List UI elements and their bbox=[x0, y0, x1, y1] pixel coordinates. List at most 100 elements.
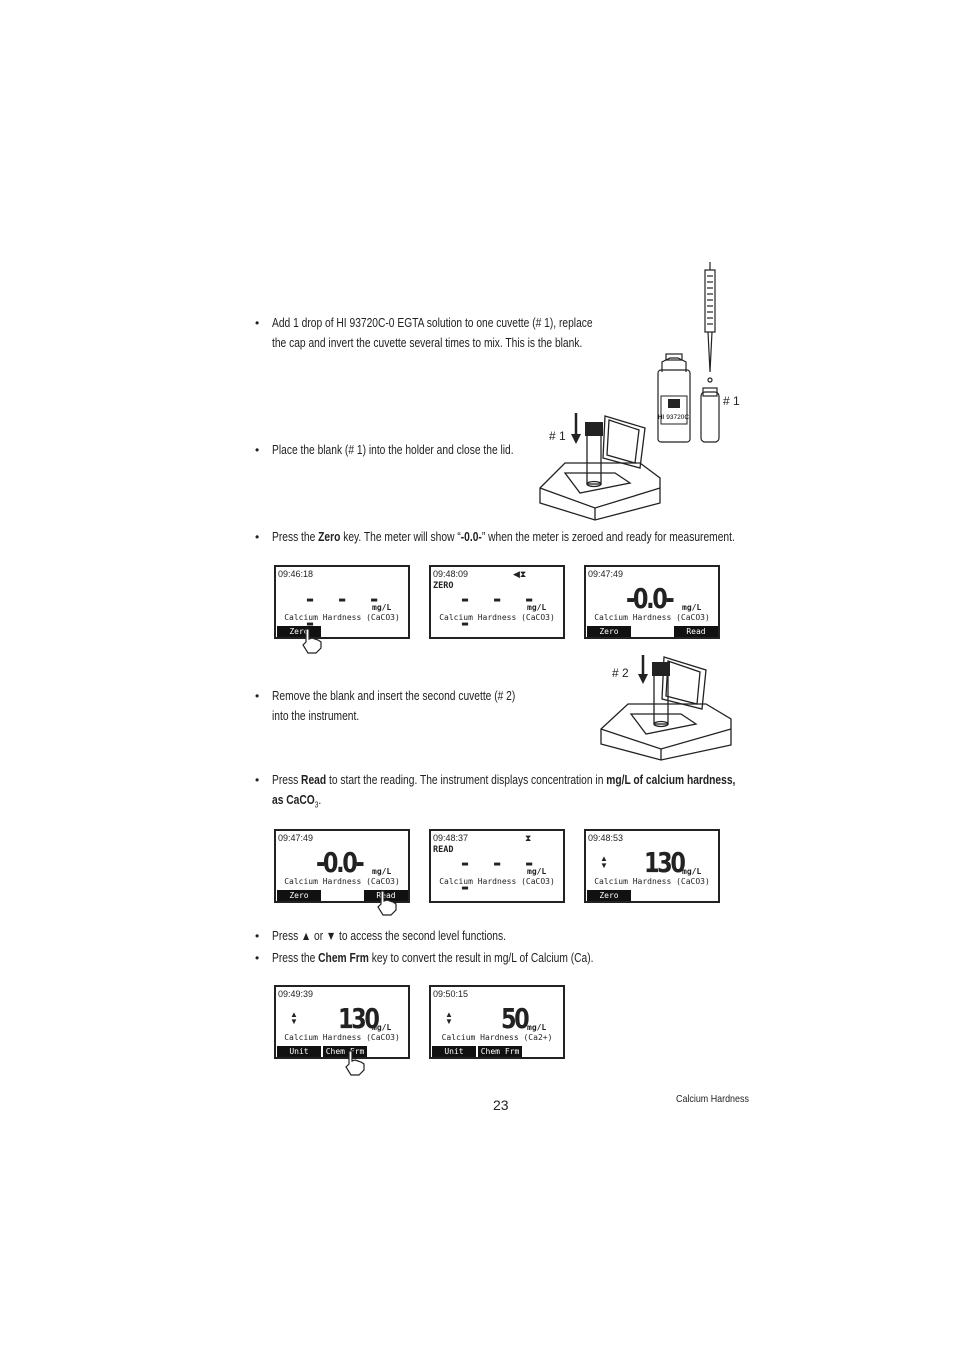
zero-softkey[interactable]: Zero bbox=[277, 626, 321, 637]
step-place-blank: Place the blank (# 1) into the holder an… bbox=[272, 443, 514, 457]
lcd-unit: mg/L bbox=[527, 603, 547, 612]
pointing-hand-icon bbox=[302, 628, 322, 654]
lcd-parameter: Calcium Hardness (CaCO3) bbox=[594, 613, 710, 622]
up-arrow-icon: ▲ bbox=[301, 929, 312, 943]
step-line: the cap and invert the cuvette several t… bbox=[272, 336, 583, 350]
lcd-screen: 09:46:18 - - - - mg/L Calcium Hardness (… bbox=[274, 565, 410, 639]
up-down-arrows-icon: ▲▼ bbox=[290, 1010, 298, 1026]
unit-softkey[interactable]: Unit bbox=[277, 1046, 321, 1057]
lcd-screen: 09:48:37 ⧗ READ - - - - mg/L Calcium Har… bbox=[429, 829, 565, 903]
up-down-arrows-icon: ▲▼ bbox=[600, 854, 608, 870]
lcd-parameter: Calcium Hardness (CaCO3) bbox=[284, 613, 400, 622]
unit-softkey[interactable]: Unit bbox=[432, 1046, 476, 1057]
key-name-read: Read bbox=[301, 773, 327, 787]
hourglass-icon: ⧗ bbox=[525, 833, 532, 843]
bullet: • bbox=[255, 929, 260, 943]
text: or bbox=[311, 929, 327, 943]
lcd-time: 09:50:15 bbox=[433, 989, 469, 999]
lcd-time: 09:47:49 bbox=[278, 833, 314, 843]
chem-frm-softkey[interactable]: Chem Frm bbox=[323, 1046, 367, 1057]
section-title: Calcium Hardness bbox=[676, 1093, 749, 1105]
step-add-drop: Add 1 drop of HI 93720C-0 EGTA solution … bbox=[272, 313, 593, 353]
lcd-time: 09:48:37 bbox=[433, 833, 469, 843]
lcd-time: 09:49:39 bbox=[278, 989, 314, 999]
lcd-screen: 09:48:09 ◀⧗ ZERO - - - - mg/L Calcium Ha… bbox=[429, 565, 565, 639]
lcd-value: -0.0- bbox=[316, 846, 365, 879]
step-arrow-keys: Press ▲ or ▼ to access the second level … bbox=[272, 926, 506, 946]
up-down-arrows-icon: ▲▼ bbox=[445, 1010, 453, 1026]
text: Press bbox=[272, 929, 302, 943]
lcd-time: 09:46:18 bbox=[278, 569, 314, 579]
lcd-value: 50 bbox=[501, 1002, 530, 1035]
reagent-bottle-illustration: HI 93720C bbox=[657, 262, 720, 443]
lcd-screen: 09:48:53 ▲▼ 130 mg/L Calcium Hardness (C… bbox=[584, 829, 720, 903]
lcd-value: 130 bbox=[644, 846, 686, 879]
lcd-parameter: Calcium Hardness (CaCO3) bbox=[284, 1033, 400, 1042]
cuvette-label: # 1 bbox=[723, 394, 740, 408]
read-softkey[interactable]: Read bbox=[674, 626, 718, 637]
key-name-chem-frm: Chem Frm bbox=[318, 951, 369, 965]
text: key. The meter will show “ bbox=[340, 530, 461, 544]
text: Press bbox=[272, 773, 302, 787]
formula-subscript: 3 bbox=[314, 800, 319, 810]
lcd-unit: mg/L bbox=[527, 1023, 547, 1032]
key-name-zero: Zero bbox=[318, 530, 341, 544]
step-line: into the instrument. bbox=[272, 709, 360, 723]
lcd-unit: mg/L bbox=[682, 867, 702, 876]
zero-softkey[interactable]: Zero bbox=[587, 626, 631, 637]
step-insert-second: Remove the blank and insert the second c… bbox=[272, 686, 515, 726]
meter-with-cuvette-illustration bbox=[539, 413, 661, 521]
result-unit-text: mg/L of calcium hardness, bbox=[606, 773, 736, 787]
lcd-unit: mg/L bbox=[682, 603, 702, 612]
bullet: • bbox=[255, 443, 260, 457]
lcd-unit: mg/L bbox=[372, 867, 392, 876]
formula-text: as CaCO bbox=[272, 793, 315, 807]
lcd-time: 09:47:49 bbox=[588, 569, 624, 579]
lamp-hourglass-icon: ◀⧗ bbox=[513, 569, 527, 579]
bullet: • bbox=[255, 951, 260, 965]
text: to start the reading. The instrument dis… bbox=[326, 773, 607, 787]
bullet: • bbox=[255, 316, 260, 330]
bullet: • bbox=[255, 530, 260, 544]
lcd-parameter: Calcium Hardness (Ca2+) bbox=[441, 1033, 553, 1042]
lcd-mode: READ bbox=[433, 845, 454, 855]
step-line: Add 1 drop of HI 93720C-0 EGTA solution … bbox=[272, 316, 593, 330]
meter-with-cuvette-illustration bbox=[600, 655, 732, 761]
lcd-time: 09:48:53 bbox=[588, 833, 624, 843]
step-line: Remove the blank and insert the second c… bbox=[272, 689, 516, 703]
text: ” when the meter is zeroed and ready for… bbox=[481, 530, 735, 544]
bottle-label: HI 93720C bbox=[658, 414, 689, 421]
pointing-hand-icon bbox=[345, 1050, 365, 1076]
bullet: • bbox=[255, 773, 260, 787]
lcd-parameter: Calcium Hardness (CaCO3) bbox=[594, 877, 710, 886]
lcd-unit: mg/L bbox=[372, 603, 392, 612]
lcd-parameter: Calcium Hardness (CaCO3) bbox=[439, 613, 555, 622]
cuvette-label: # 1 bbox=[549, 429, 566, 443]
lcd-mode: ZERO bbox=[433, 581, 454, 591]
pointing-hand-icon bbox=[377, 890, 397, 916]
page-number: 23 bbox=[493, 1097, 509, 1113]
lcd-value: -0.0- bbox=[626, 582, 675, 615]
step-press-read: Press Read to start the reading. The ins… bbox=[272, 770, 735, 816]
lcd-screen: 09:50:15 ▲▼ 50 mg/L Calcium Hardness (Ca… bbox=[429, 985, 565, 1059]
text: . bbox=[318, 793, 322, 807]
lcd-value: - - - - bbox=[459, 851, 540, 899]
text: key to convert the result in mg/L of Cal… bbox=[368, 951, 594, 965]
lcd-unit: mg/L bbox=[372, 1023, 392, 1032]
lcd-time: 09:48:09 bbox=[433, 569, 469, 579]
chem-frm-softkey[interactable]: Chem Frm bbox=[478, 1046, 522, 1057]
lcd-parameter: Calcium Hardness (CaCO3) bbox=[439, 877, 555, 886]
text: Press the bbox=[272, 951, 319, 965]
lcd-value: 130 bbox=[338, 1002, 380, 1035]
down-arrow-icon: ▼ bbox=[326, 929, 337, 943]
read-softkey[interactable]: Read bbox=[364, 890, 408, 901]
bullet: • bbox=[255, 689, 260, 703]
step-chem-frm: Press the Chem Frm key to convert the re… bbox=[272, 948, 593, 968]
zero-softkey[interactable]: Zero bbox=[587, 890, 631, 901]
zero-reading: -0.0- bbox=[460, 530, 482, 544]
text: to access the second level functions. bbox=[336, 929, 506, 943]
lcd-screen: 09:47:49 -0.0- mg/L Calcium Hardness (Ca… bbox=[584, 565, 720, 639]
step-press-zero: Press the Zero key. The meter will show … bbox=[272, 527, 735, 547]
zero-softkey[interactable]: Zero bbox=[277, 890, 321, 901]
cuvette-label: # 2 bbox=[612, 666, 629, 680]
